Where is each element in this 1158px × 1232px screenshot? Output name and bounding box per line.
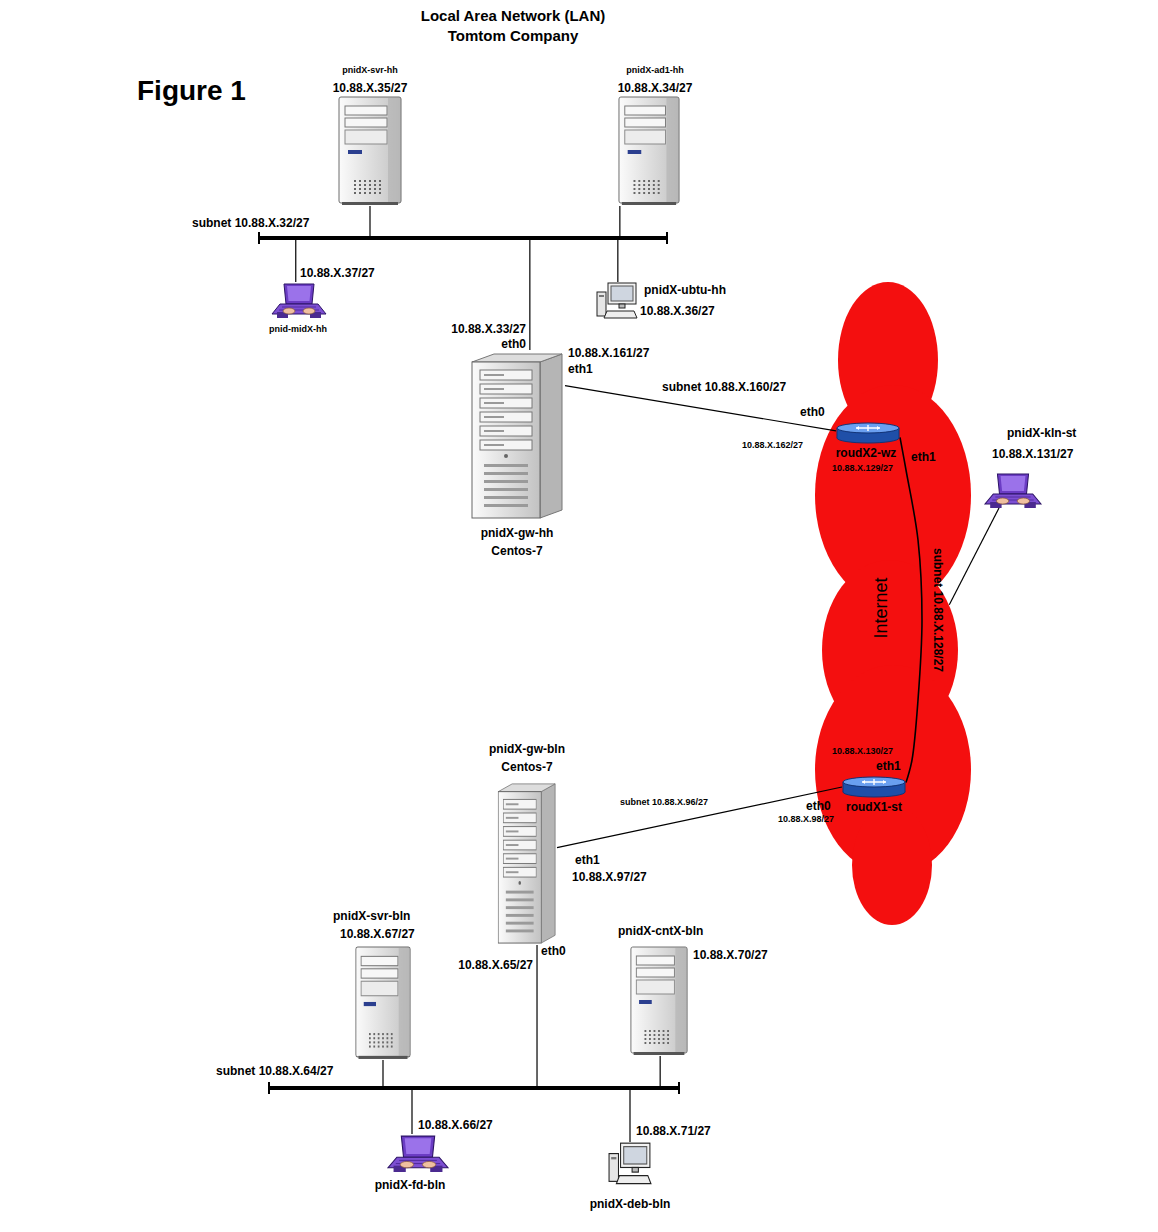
- interface-label: eth1: [876, 759, 901, 773]
- server-icon: [338, 96, 402, 206]
- gateway-icon: [497, 780, 557, 945]
- network-link: [382, 1060, 383, 1086]
- internet-cloud: Internet roudX2-wz roudX1-st: [815, 282, 973, 925]
- node-detail: pnidX-fd-bln: [375, 1178, 446, 1192]
- router: roudX2-wz: [836, 422, 900, 444]
- subnet-label: subnet 10.88.X.96/27: [620, 797, 708, 808]
- subnet-bus: subnet 10.88.X.32/27: [258, 236, 668, 240]
- interface-label: eth1: [568, 362, 593, 376]
- network-link: [295, 240, 296, 282]
- node-name: Internet: [871, 577, 893, 638]
- node-detail: 10.88.X.34/27: [618, 81, 693, 95]
- node-detail: Centos-7: [501, 760, 552, 774]
- subnet-bus: subnet 10.88.X.64/27: [268, 1086, 680, 1090]
- node-detail: Centos-7: [491, 544, 542, 558]
- ip-label: 10.88.X.33/27: [451, 322, 526, 336]
- laptop-icon: [272, 282, 326, 318]
- network-link: [660, 1056, 661, 1086]
- server: pnidX-cntX-bln10.88.X.70/27: [630, 946, 688, 1056]
- network-link: [411, 1090, 412, 1134]
- server-icon: [630, 946, 688, 1056]
- ip-label: 10.88.X.65/27: [458, 958, 533, 972]
- subnet-label: subnet 10.88.X.160/27: [662, 380, 786, 394]
- desktop-icon: [608, 1142, 652, 1186]
- node-name: roudX2-wz: [836, 446, 897, 460]
- ip-label: 10.88.X.97/27: [572, 870, 647, 884]
- node-name: 10.88.X.71/27: [636, 1124, 711, 1138]
- node-name: pnidX-svr-bln: [333, 909, 410, 923]
- network-link: [617, 240, 618, 282]
- node-detail: 10.88.X.35/27: [333, 81, 408, 95]
- figure-label: Figure 1: [137, 74, 246, 108]
- router: roudX1-st: [842, 776, 906, 798]
- gateway-icon: [470, 350, 565, 520]
- gateway-server: pnidX-gw-blnCentos-7: [497, 780, 557, 945]
- node-detail: pnidX-deb-bln: [590, 1197, 671, 1211]
- network-link: [629, 1090, 630, 1142]
- ip-label: 10.88.X.129/27: [832, 463, 893, 474]
- gateway-server: pnidX-gw-hhCentos-7: [470, 350, 565, 520]
- subnet-label: subnet 10.88.X.128/27: [931, 548, 945, 672]
- node-name: pnidX-ubtu-hh: [644, 283, 726, 297]
- network-link: [557, 787, 842, 848]
- node-name: pnidX-gw-bln: [489, 742, 565, 756]
- network-link: [536, 945, 537, 1086]
- node-name: subnet 10.88.X.64/27: [216, 1064, 333, 1078]
- laptop-icon: [388, 1134, 448, 1172]
- bus-icon: [258, 236, 668, 240]
- server-icon: [618, 96, 680, 206]
- node-name: 10.88.X.66/27: [418, 1118, 493, 1132]
- server: pnidX-svr-bln10.88.X.67/27: [355, 946, 411, 1060]
- server: pnidX-ad1-hh10.88.X.34/27: [618, 96, 680, 206]
- interface-label: eth1: [575, 853, 600, 867]
- node-detail: 10.88.X.67/27: [340, 927, 415, 941]
- bus-icon: [268, 1086, 680, 1090]
- node-name: 10.88.X.37/27: [300, 266, 375, 280]
- interface-label: eth0: [806, 799, 831, 813]
- node-name: pnidX-ad1-hh: [626, 65, 684, 76]
- title: Local Area Network (LAN) Tomtom Company: [398, 6, 628, 46]
- server: pnidX-svr-hh10.88.X.35/27: [338, 96, 402, 206]
- network-link: [529, 240, 530, 350]
- node-name: pnidX-kln-st: [1007, 426, 1076, 440]
- node-detail: pnid-midX-hh: [269, 324, 327, 335]
- interface-label: eth0: [501, 337, 526, 351]
- ip-label: 10.88.X.161/27: [568, 346, 649, 360]
- interface-label: eth1: [911, 450, 936, 464]
- laptop: pnidX-kln-st10.88.X.131/27: [985, 472, 1041, 508]
- node-name: pnidX-cntX-bln: [618, 924, 703, 938]
- router-icon: [836, 422, 900, 444]
- interface-label: eth0: [541, 944, 566, 958]
- node-detail: 10.88.X.36/27: [640, 304, 715, 318]
- node-name: pnidX-gw-hh: [481, 526, 554, 540]
- laptop: 10.88.X.37/27pnid-midX-hh: [272, 282, 326, 318]
- node-name: roudX1-st: [846, 800, 902, 814]
- ip-label: 10.88.X.130/27: [832, 746, 893, 757]
- network-link: [619, 206, 620, 236]
- node-detail: 10.88.X.131/27: [992, 447, 1073, 461]
- desktop: pnidX-ubtu-hh10.88.X.36/27: [596, 282, 638, 320]
- router-icon: [842, 776, 906, 798]
- ip-label: 10.88.X.98/27: [778, 814, 834, 825]
- ip-label: 10.88.X.162/27: [742, 440, 803, 451]
- desktop: 10.88.X.71/27pnidX-deb-bln: [608, 1142, 652, 1186]
- node-detail: 10.88.X.70/27: [693, 948, 768, 962]
- desktop-icon: [596, 282, 638, 320]
- server-icon: [355, 946, 411, 1060]
- node-name: subnet 10.88.X.32/27: [192, 216, 309, 230]
- laptop-icon: [985, 472, 1041, 508]
- cloud-icon: [815, 282, 973, 925]
- interface-label: eth0: [800, 405, 825, 419]
- laptop: 10.88.X.66/27pnidX-fd-bln: [388, 1134, 448, 1172]
- network-link: [369, 206, 370, 236]
- node-name: pnidX-svr-hh: [342, 65, 398, 76]
